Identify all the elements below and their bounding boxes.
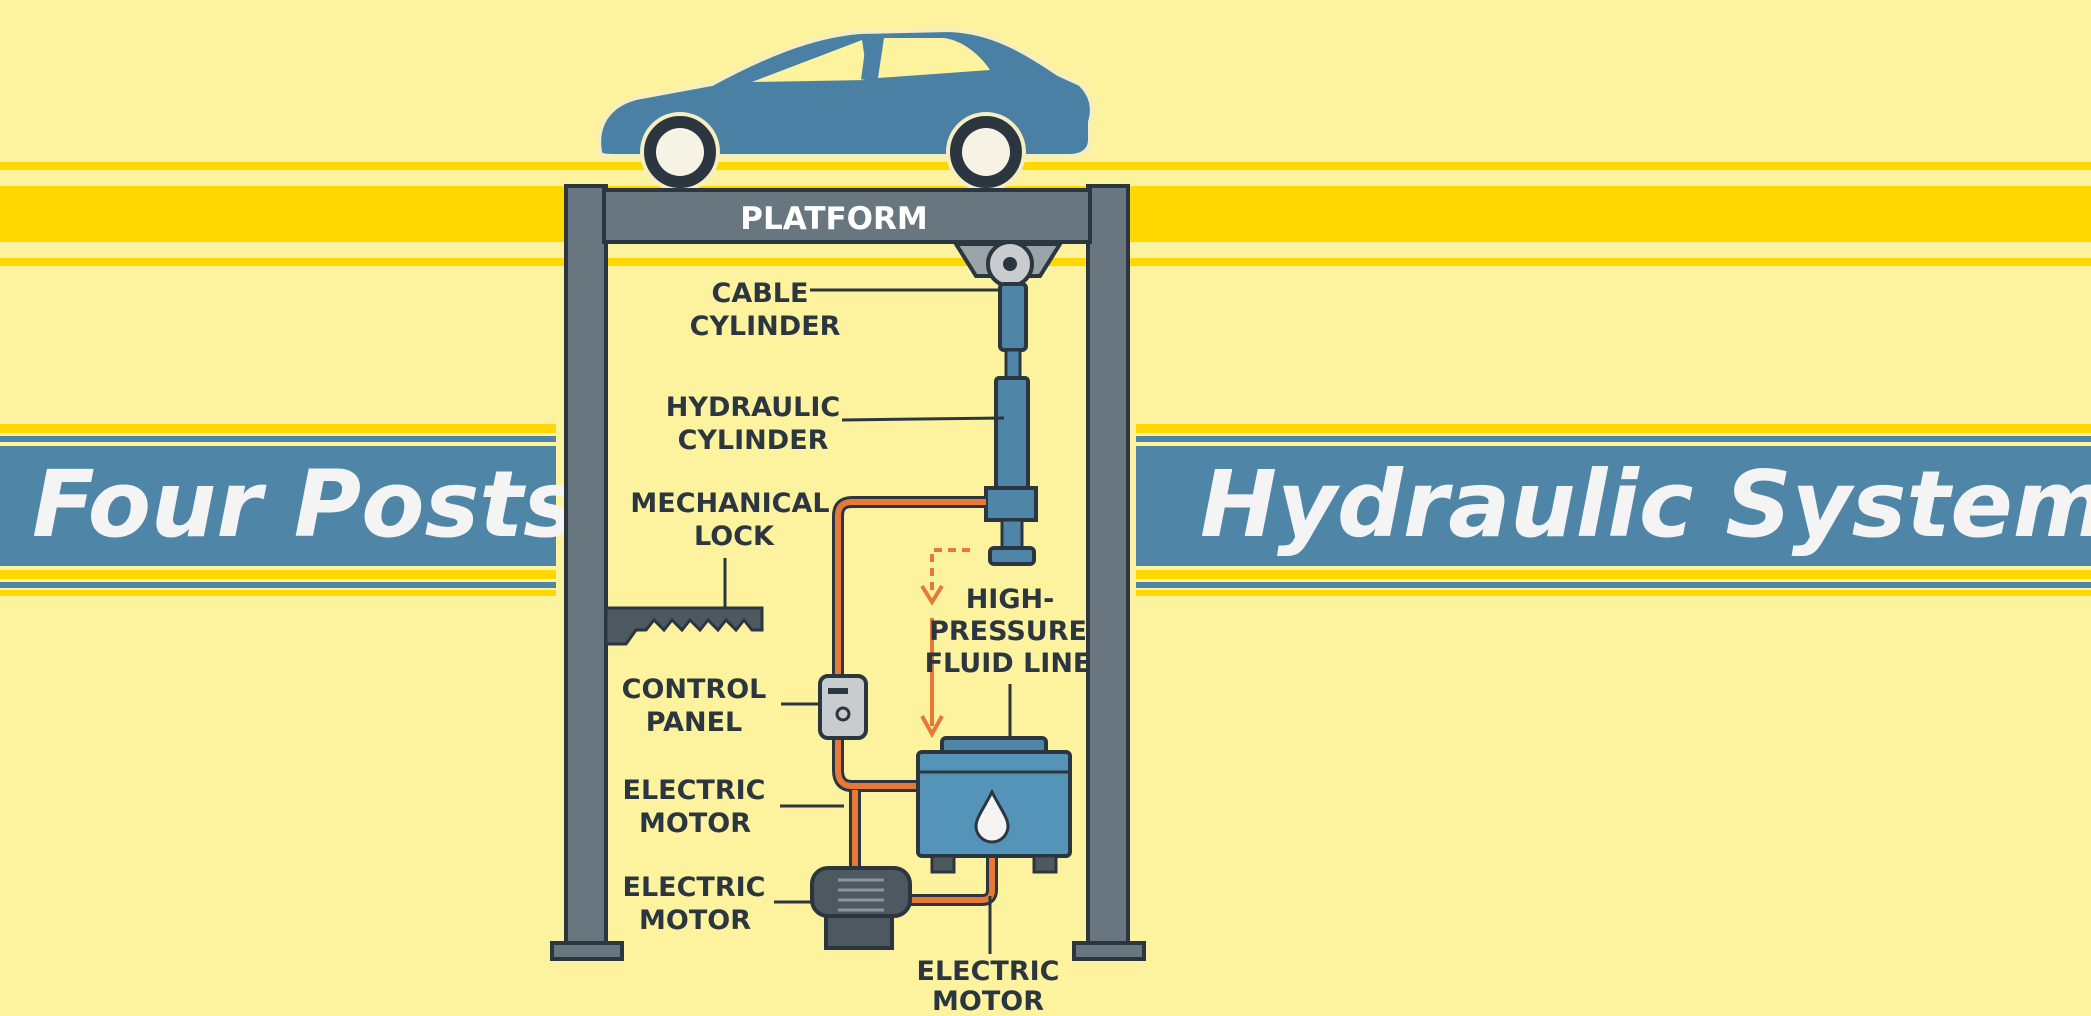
fluid-lines <box>832 496 998 906</box>
fluid-drop-icon <box>974 788 1010 844</box>
svg-text:HIGH-: HIGH- <box>966 584 1055 615</box>
svg-text:CYLINDER: CYLINDER <box>690 311 841 342</box>
svg-text:CYLINDER: CYLINDER <box>678 425 829 456</box>
svg-text:CONTROL: CONTROL <box>622 674 767 705</box>
right-post-base <box>1072 941 1146 961</box>
platform-beam <box>602 188 1092 244</box>
svg-text:MECHANICAL: MECHANICAL <box>630 488 829 519</box>
control-panel-icon <box>818 674 868 740</box>
label-electric-motor-3: ELECTRIC MOTOR <box>917 956 1060 1016</box>
label-hydraulic-cylinder: HYDRAULIC CYLINDER <box>666 392 840 456</box>
right-banner: Hydraulic System <box>1136 424 2091 596</box>
label-mechanical-lock: MECHANICAL LOCK <box>630 488 829 552</box>
electric-motor-icon <box>810 866 912 950</box>
cable-cylinder <box>998 282 1028 382</box>
left-post-base <box>550 941 624 961</box>
label-control-panel: CONTROL PANEL <box>622 674 767 738</box>
left-banner-title: Four Posts <box>32 451 578 558</box>
label-electric-motor-1: ELECTRIC MOTOR <box>623 775 766 839</box>
lift-frame: PLATFORM <box>550 184 1146 961</box>
svg-text:LOCK: LOCK <box>694 521 775 552</box>
label-high-pressure-fluid-line: HIGH- PRESSURE FLUID LINE <box>925 584 1092 679</box>
svg-text:MOTOR: MOTOR <box>639 905 751 936</box>
pulley-icon <box>952 240 1064 288</box>
left-banner: Four Posts <box>0 424 578 596</box>
platform-label: PLATFORM <box>740 201 927 237</box>
label-cable-cylinder: CABLE CYLINDER <box>690 278 841 342</box>
mechanical-lock <box>604 606 764 646</box>
svg-text:MOTOR: MOTOR <box>639 808 751 839</box>
svg-text:HYDRAULIC: HYDRAULIC <box>666 392 840 423</box>
right-banner-title: Hydraulic System <box>1200 451 2091 558</box>
svg-text:ELECTRIC: ELECTRIC <box>917 956 1060 987</box>
reservoir-tank <box>916 736 1072 874</box>
leader-lines <box>723 288 1012 954</box>
svg-text:ELECTRIC: ELECTRIC <box>623 775 766 806</box>
svg-text:PANEL: PANEL <box>646 707 742 738</box>
label-electric-motor-2: ELECTRIC MOTOR <box>623 872 766 936</box>
car-icon <box>597 27 1094 192</box>
svg-text:FLUID LINE: FLUID LINE <box>925 648 1092 679</box>
svg-text:PRESSURE: PRESSURE <box>929 616 1087 647</box>
flow-arrow-icon <box>920 548 970 739</box>
svg-text:MOTOR: MOTOR <box>932 986 1044 1016</box>
svg-text:CABLE: CABLE <box>712 278 809 309</box>
svg-text:ELECTRIC: ELECTRIC <box>623 872 766 903</box>
hydraulic-cylinder <box>984 376 1038 566</box>
